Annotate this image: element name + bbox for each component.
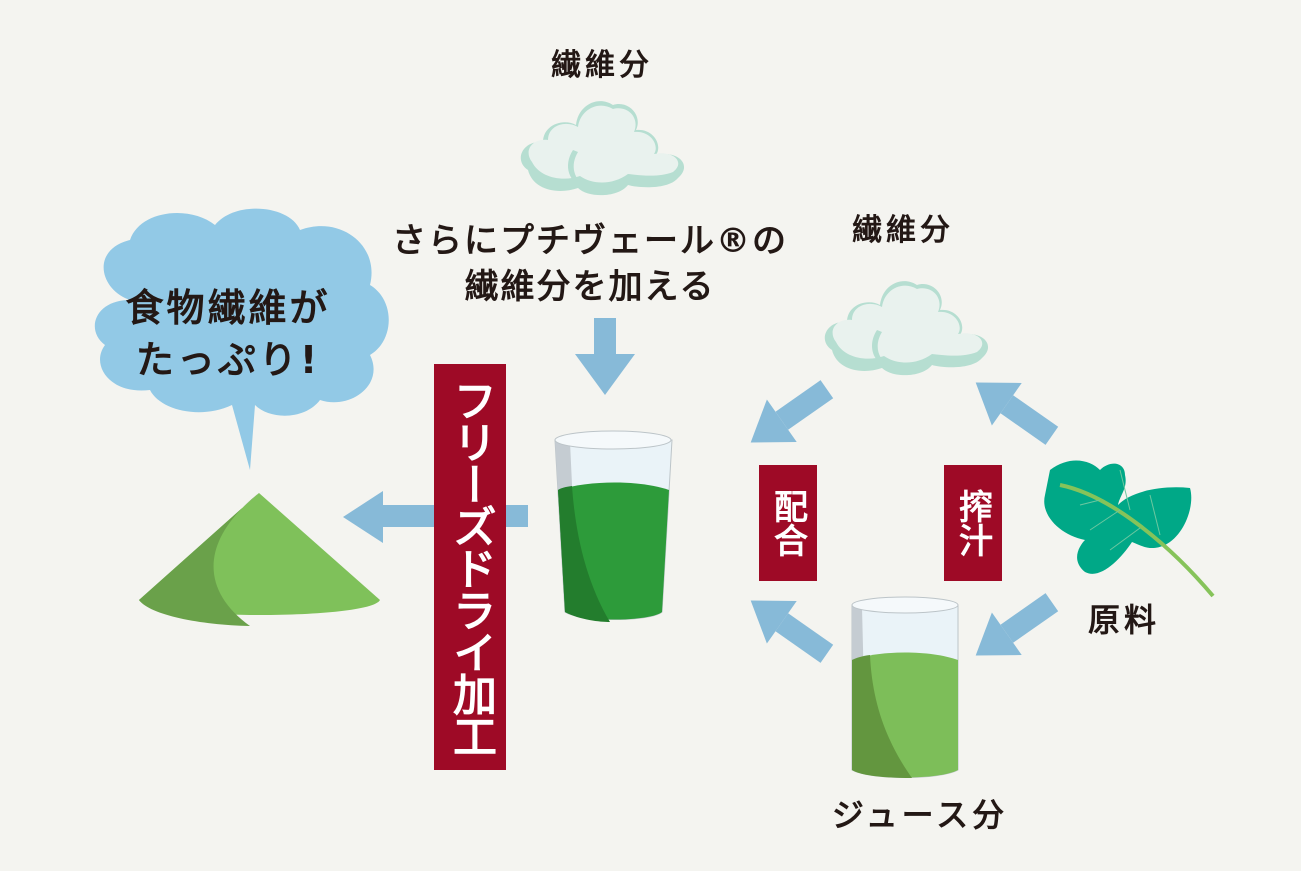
glass-icon: [851, 596, 959, 778]
speech-bubble-icon: [94, 208, 389, 471]
juice-portion-label: ジュース分: [831, 796, 1009, 834]
fiber-label-right: 繊維分: [852, 213, 954, 248]
cloud-icon: [520, 101, 685, 196]
bubble-line-1: 食物繊維が: [125, 286, 331, 330]
add-fiber-line-2: 繊維分を加える: [464, 267, 716, 307]
powder-pile-icon: [139, 493, 380, 626]
blend-process-box: 配合: [759, 465, 817, 581]
raw-material-label: 原料: [1087, 601, 1160, 639]
cloud-icon: [824, 281, 989, 376]
freeze-dry-process-box: フリーズドライ加工: [434, 364, 506, 770]
arrow-icon: [975, 382, 1059, 445]
arrow-icon: [975, 593, 1059, 656]
arrow-group: [343, 318, 1059, 663]
arrow-icon: [750, 600, 834, 663]
fiber-label-top: 繊維分: [551, 48, 653, 83]
add-fiber-line-1: さらにプチヴェール®の: [392, 221, 788, 261]
leaf-icon: [1044, 460, 1215, 598]
arrow-icon: [750, 380, 834, 443]
arrow-icon: [575, 318, 635, 395]
juice-press-process-box: 搾汁: [944, 465, 1002, 581]
bubble-line-2: たっぷり!: [135, 338, 321, 382]
add-fiber-caption: さらにプチヴェール®の 繊維分を加える: [380, 218, 800, 310]
speech-bubble-text: 食物繊維が たっぷり!: [98, 282, 358, 386]
glass-icon: [554, 430, 673, 622]
